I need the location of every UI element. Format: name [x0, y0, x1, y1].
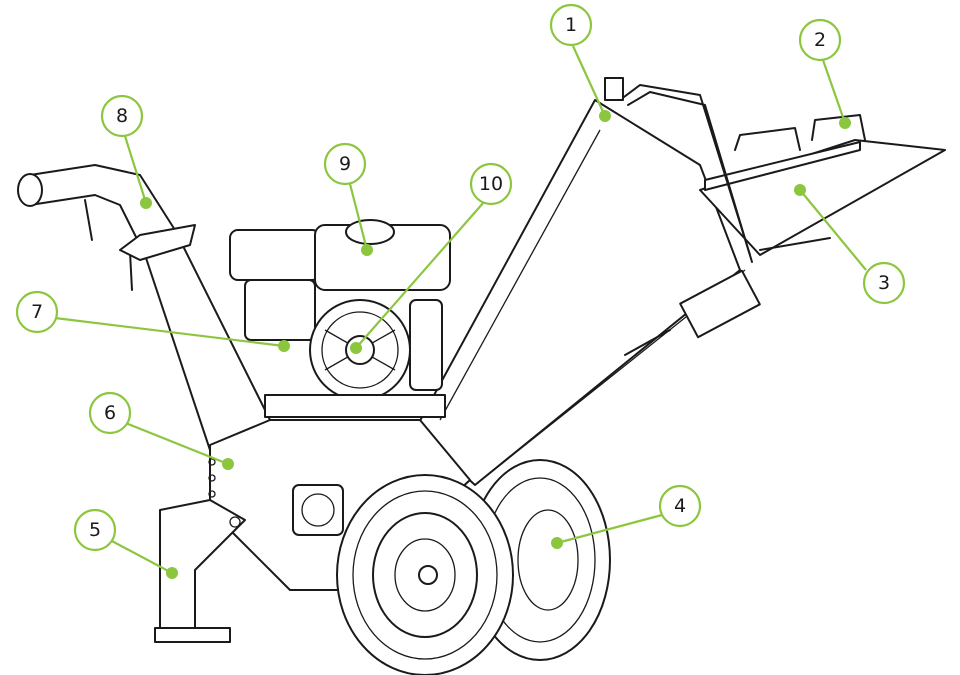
callout-2: 2 [798, 18, 851, 129]
callouts: 1 2 3 4 5 [15, 3, 906, 579]
callout-10: 10 [350, 162, 513, 354]
callout-number: 5 [89, 519, 101, 541]
callout-7: 7 [15, 290, 290, 352]
callout-1: 1 [549, 3, 611, 122]
callout-number: 10 [479, 173, 503, 195]
left-support [139, 229, 271, 451]
front-wheel [336, 474, 514, 675]
machine-drawing [17, 77, 946, 675]
callout-number: 4 [674, 495, 686, 517]
callout-8: 8 [100, 94, 152, 209]
engine [229, 219, 451, 418]
callout-9: 9 [323, 142, 373, 256]
callout-number: 9 [339, 153, 351, 175]
discharge-chute [17, 164, 196, 291]
callout-number: 2 [814, 29, 826, 51]
callout-number: 1 [565, 14, 577, 36]
callout-3: 3 [794, 184, 906, 305]
callout-number: 7 [31, 301, 43, 323]
hopper-tray [699, 114, 946, 256]
handle [604, 77, 753, 263]
feed-chute [414, 99, 761, 486]
callout-6: 6 [88, 391, 234, 470]
lower-discharge [154, 499, 246, 643]
callout-number: 6 [104, 402, 116, 424]
callout-number: 3 [878, 272, 890, 294]
callout-number: 8 [116, 105, 128, 127]
callout-4: 4 [551, 484, 702, 549]
callout-5: 5 [73, 508, 178, 579]
